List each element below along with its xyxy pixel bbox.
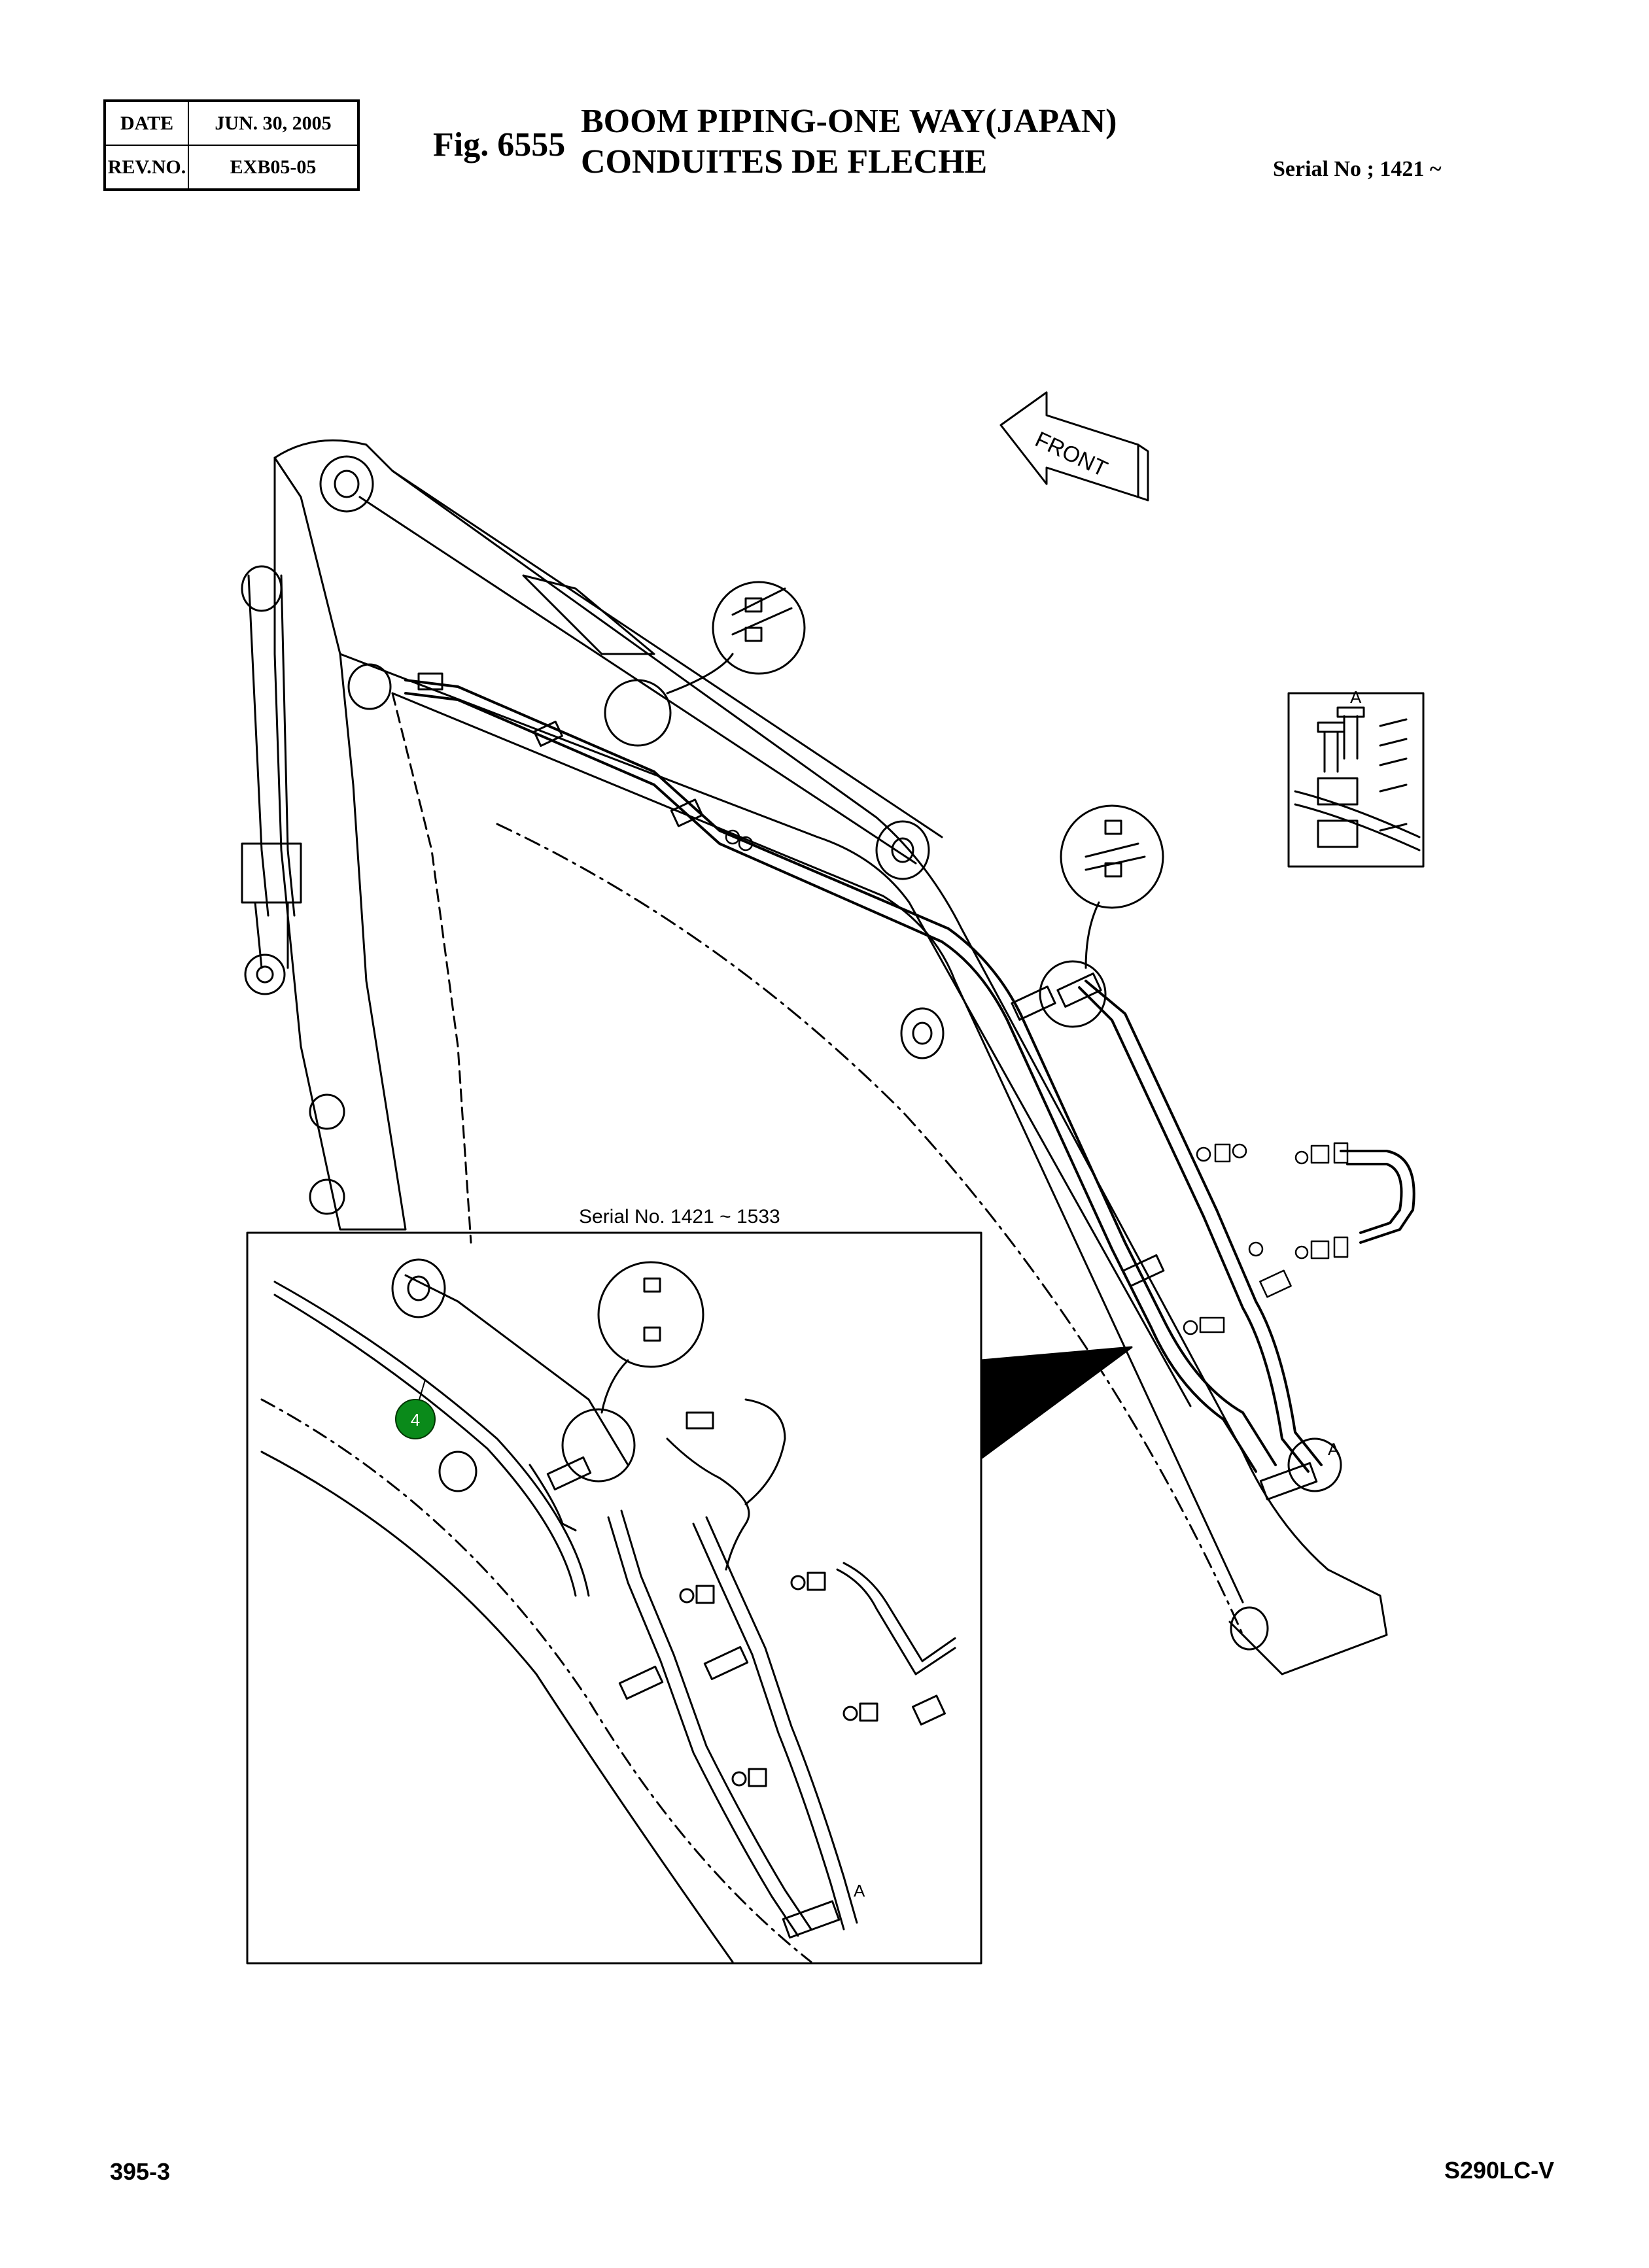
front-label: FRONT xyxy=(1032,427,1111,482)
page-number: 395-3 xyxy=(110,2158,171,2185)
detail-bubbles xyxy=(604,581,1164,1028)
fittings xyxy=(725,829,1349,1335)
detail-a-ref-inset: A xyxy=(854,1881,865,1900)
inset-serial-label: Serial No. 1421 ~ 1533 xyxy=(579,1206,780,1228)
serial-range: Serial No ; 1421 ~ xyxy=(1273,157,1442,181)
figure-title-english: BOOM PIPING-ONE WAY(JAPAN) xyxy=(581,103,1117,140)
revision-table: DATE JUN. 30, 2005 REV.NO. EXB05-05 xyxy=(103,99,360,191)
figure-title-french: CONDUITES DE FLECHE xyxy=(581,143,988,180)
figure-number: Fig. 6555 xyxy=(433,126,566,163)
detail-a-ref-main: A xyxy=(1328,1439,1340,1459)
inset-view xyxy=(246,1231,1342,1965)
front-arrow-icon xyxy=(999,391,1149,502)
detail-a-box xyxy=(1287,692,1425,868)
boom-pipes xyxy=(404,679,1415,1473)
detail-a-label: A xyxy=(1350,687,1362,707)
boom-outline xyxy=(273,439,1388,1675)
boom-cylinder xyxy=(319,455,943,880)
rev-label: REV.NO. xyxy=(103,145,190,190)
model-name: S290LC-V xyxy=(1444,2157,1555,2184)
date-label: DATE xyxy=(103,100,190,146)
arm-cylinder xyxy=(241,565,302,995)
rev-value: EXB05-05 xyxy=(188,145,359,190)
callout-bubble-4[interactable] xyxy=(395,1399,436,1439)
date-value: JUN. 30, 2005 xyxy=(188,100,359,146)
pipe-clamps xyxy=(417,672,1318,1501)
callout-number: 4 xyxy=(411,1410,420,1430)
